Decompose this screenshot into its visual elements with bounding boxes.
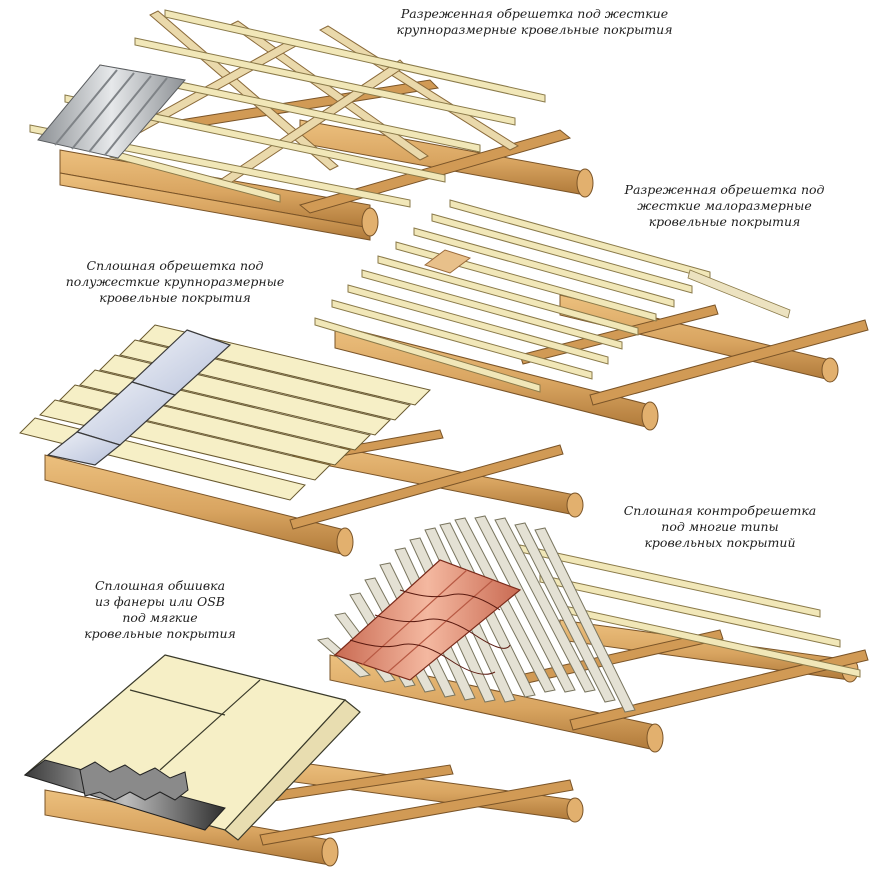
ridge-tiles xyxy=(687,269,791,319)
caption-line: под многие типы xyxy=(661,519,779,534)
caption-line: полужесткие крупноразмерные xyxy=(65,274,285,289)
single-tile-icon xyxy=(423,249,472,274)
metal-tile-icon xyxy=(333,559,522,681)
flat-sheet-icon xyxy=(46,329,232,466)
caption-line: Сплошная контробрешетка xyxy=(623,503,817,518)
battens xyxy=(314,199,711,393)
caption-sparse-rigid-small: Разреженная обрешетка под жесткие малора… xyxy=(612,182,837,230)
caption-line: Разреженная обрешетка под xyxy=(624,182,825,197)
soft-shingles-icon xyxy=(23,759,226,831)
diagram-solid-plywood-osb xyxy=(23,654,584,867)
caption-solid-semirigid-large: Сплошная обрешетка под полужесткие крупн… xyxy=(50,258,300,306)
caption-solid-counter-batten: Сплошная контробрешетка под многие типы … xyxy=(590,503,850,551)
log-wall xyxy=(59,119,594,241)
log-wall xyxy=(44,759,584,867)
caption-line: Сплошная обшивка xyxy=(94,578,226,593)
caption-line: под мягкие xyxy=(122,610,198,625)
caption-line: кровельных покрытий xyxy=(644,535,796,550)
caption-line: кровельные покрытия xyxy=(99,290,251,305)
diagram-solid-semirigid-large xyxy=(19,324,584,557)
diagram-solid-counter-batten xyxy=(316,515,869,753)
caption-sparse-rigid-large: Разреженная обрешетка под жесткие крупно… xyxy=(372,6,697,38)
corrugated-sheet-icon xyxy=(37,64,186,159)
beams xyxy=(519,629,869,731)
caption-line: кровельные покрытия xyxy=(84,626,236,641)
diagram-sparse-rigid-small xyxy=(314,199,869,431)
caption-line: жесткие малоразмерные xyxy=(637,198,812,213)
caption-line: крупноразмерные кровельные покрытия xyxy=(396,22,673,37)
diagram-sparse-rigid-large xyxy=(29,9,594,241)
caption-line: кровельные покрытия xyxy=(648,214,801,229)
battens xyxy=(29,9,546,208)
caption-line: из фанеры или OSB xyxy=(95,594,225,609)
beams xyxy=(249,764,574,846)
caption-solid-plywood-osb: Сплошная обшивка из фанеры или OSB под м… xyxy=(55,578,265,642)
battens xyxy=(519,544,861,678)
caption-line: Сплошная обрешетка под xyxy=(86,258,264,273)
caption-line: Разреженная обрешетка под жесткие xyxy=(400,6,669,21)
